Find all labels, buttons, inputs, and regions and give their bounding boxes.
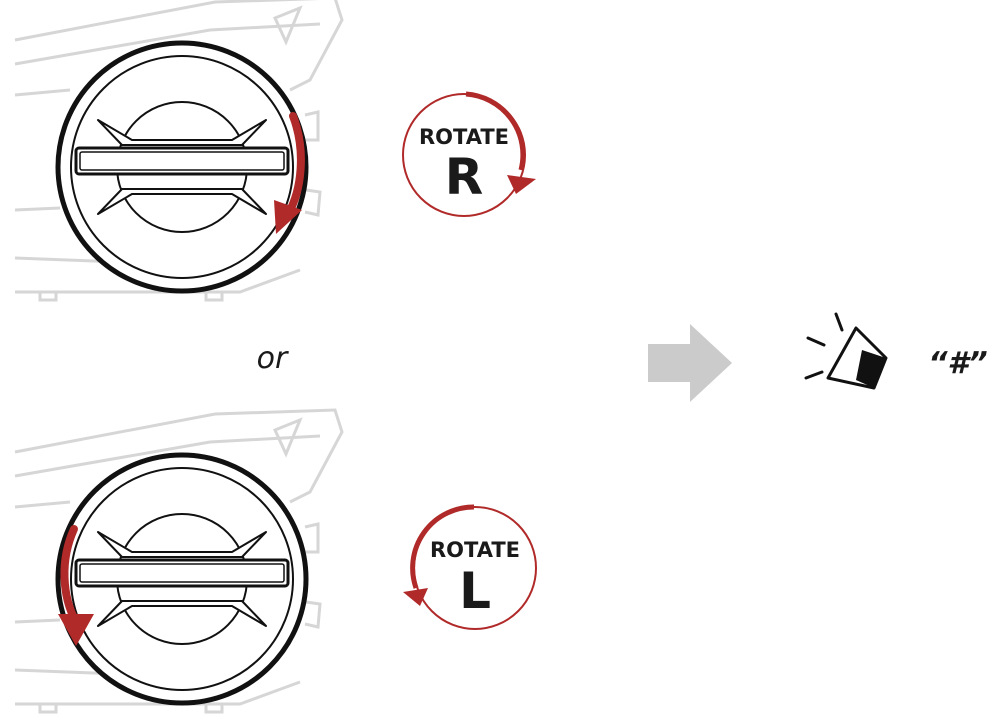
rotate-clockwise-arrow-icon bbox=[274, 112, 305, 234]
badge-rotate-label: ROTATE bbox=[430, 538, 520, 562]
badge-arrowhead-icon bbox=[403, 588, 428, 606]
speaker-sound-icon bbox=[804, 312, 888, 390]
rotate-counterclockwise-arrow-icon bbox=[58, 525, 94, 646]
result-arrow-icon bbox=[648, 324, 732, 402]
badge-direction-letter: L bbox=[459, 562, 491, 620]
rotate-right-badge: ROTATE R bbox=[402, 91, 536, 217]
voice-prompt-text: “#” bbox=[928, 346, 988, 381]
badge-rotate-label: ROTATE bbox=[419, 125, 509, 149]
rotate-left-badge: ROTATE L bbox=[403, 504, 537, 630]
jog-dial-top bbox=[15, 0, 342, 300]
badge-arrowhead-icon bbox=[507, 175, 536, 194]
or-connector-label: or bbox=[257, 341, 289, 376]
badge-direction-letter: R bbox=[445, 148, 484, 206]
